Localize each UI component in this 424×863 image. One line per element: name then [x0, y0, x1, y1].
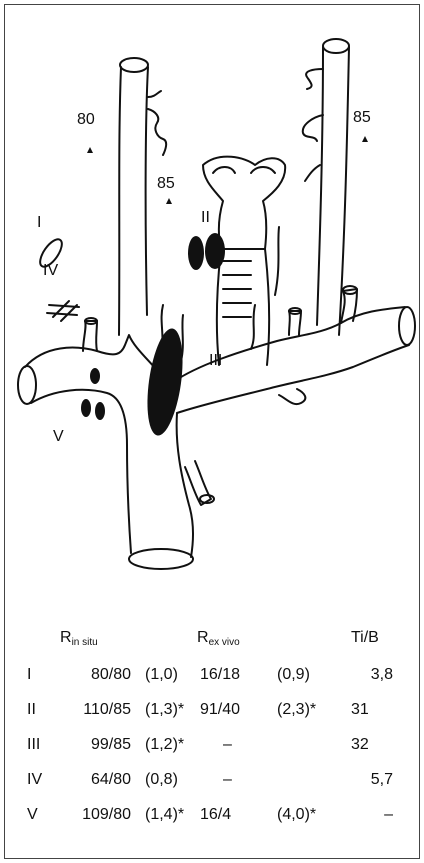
lesion-III [142, 326, 189, 437]
label-IV: IV [43, 263, 58, 279]
left-carotid-vessel [119, 67, 121, 335]
lesion-II-right [205, 233, 225, 269]
marker-85-center [166, 198, 172, 204]
label-V: V [53, 429, 64, 445]
header-r-ex-vivo: Rex vivo [197, 630, 240, 648]
label-II: II [201, 210, 210, 226]
figure-frame: 80 85 85 II I IV III V Rin situ Rex vivo… [4, 4, 420, 859]
header-r-in-situ: Rin situ [60, 630, 98, 648]
value-85-right: 85 [353, 110, 371, 126]
value-85-center: 85 [157, 176, 175, 192]
vascular-anatomy-diagram [5, 5, 421, 605]
lesion-V-top [90, 368, 100, 384]
label-III: III [209, 353, 222, 369]
lesion-V-left [81, 399, 91, 417]
aortic-arch [25, 307, 405, 385]
lesion-V-right [95, 402, 105, 420]
label-I: I [37, 215, 41, 231]
header-ti-b: Ti/B [351, 630, 379, 646]
marker-85-right [362, 136, 368, 142]
value-80: 80 [77, 112, 95, 128]
lesion-II-left [188, 236, 204, 270]
right-carotid-vessel [317, 47, 323, 325]
marker-80 [87, 147, 93, 153]
